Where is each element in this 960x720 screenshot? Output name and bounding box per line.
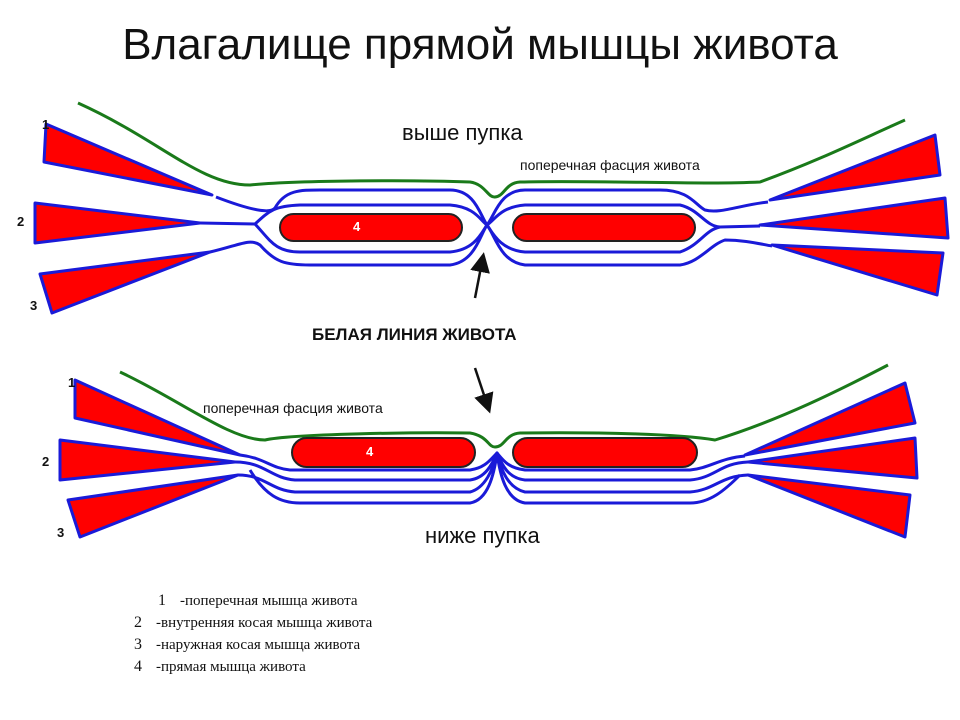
- rectus-muscle-left: [279, 213, 463, 242]
- legend-item: 4-прямая мышца живота: [134, 658, 306, 675]
- blue-fascia-line: [248, 451, 742, 505]
- blue-fascia-line: [209, 223, 773, 267]
- legend-item: 1-поперечная мышца живота: [158, 592, 358, 609]
- linea-alba-label: БЕЛАЯ ЛИНИЯ ЖИВОТА: [312, 325, 517, 344]
- bottom-section: [58, 363, 919, 539]
- num-3-bottom: 3: [57, 525, 65, 540]
- muscle-1-right: [768, 133, 942, 202]
- muscle-3-right: [770, 243, 945, 297]
- legend: 1-поперечная мышца живота 2-внутренняя к…: [134, 590, 372, 678]
- rectus-muscle-left: [291, 437, 476, 468]
- arrow-up: [470, 252, 490, 299]
- muscle-2-left: [58, 438, 237, 482]
- green-fascia-line: [119, 363, 889, 449]
- num-3-top: 3: [30, 298, 38, 313]
- muscle-2-right: [746, 436, 919, 480]
- muscle-1-left: [73, 378, 242, 457]
- num-2-bottom: 2: [42, 454, 50, 469]
- num-1-top: 1: [42, 117, 50, 132]
- num-1-bottom: 1: [68, 375, 76, 390]
- num-2-top: 2: [17, 214, 25, 229]
- green-fascia-line: [77, 101, 906, 199]
- rectus-muscle-right: [512, 213, 696, 242]
- page-title: Влагалище прямой мышцы живота: [122, 20, 838, 69]
- legend-item: 2-внутренняя косая мышца живота: [134, 614, 373, 631]
- fascia-label-bottom: поперечная фасция живота: [203, 400, 383, 416]
- muscle-1-left: [42, 122, 214, 197]
- muscle-2-right: [758, 196, 950, 240]
- below-navel-label: ниже пупка: [425, 523, 540, 548]
- arrow-down: [473, 367, 494, 414]
- muscle-2-left: [33, 201, 202, 245]
- top-section: [33, 101, 950, 315]
- rectus-muscle-right: [512, 437, 698, 468]
- muscle-1-right: [743, 381, 917, 457]
- rectus-label-top: 4: [353, 219, 361, 234]
- muscle-3-left: [38, 250, 212, 315]
- muscle-3-right: [746, 473, 912, 539]
- muscle-3-left: [66, 473, 240, 539]
- legend-item: 3-наружная косая мышца живота: [134, 636, 361, 653]
- fascia-label-top: поперечная фасция живота: [520, 157, 700, 173]
- above-navel-label: выше пупка: [402, 120, 523, 145]
- rectus-label-bottom: 4: [366, 444, 374, 459]
